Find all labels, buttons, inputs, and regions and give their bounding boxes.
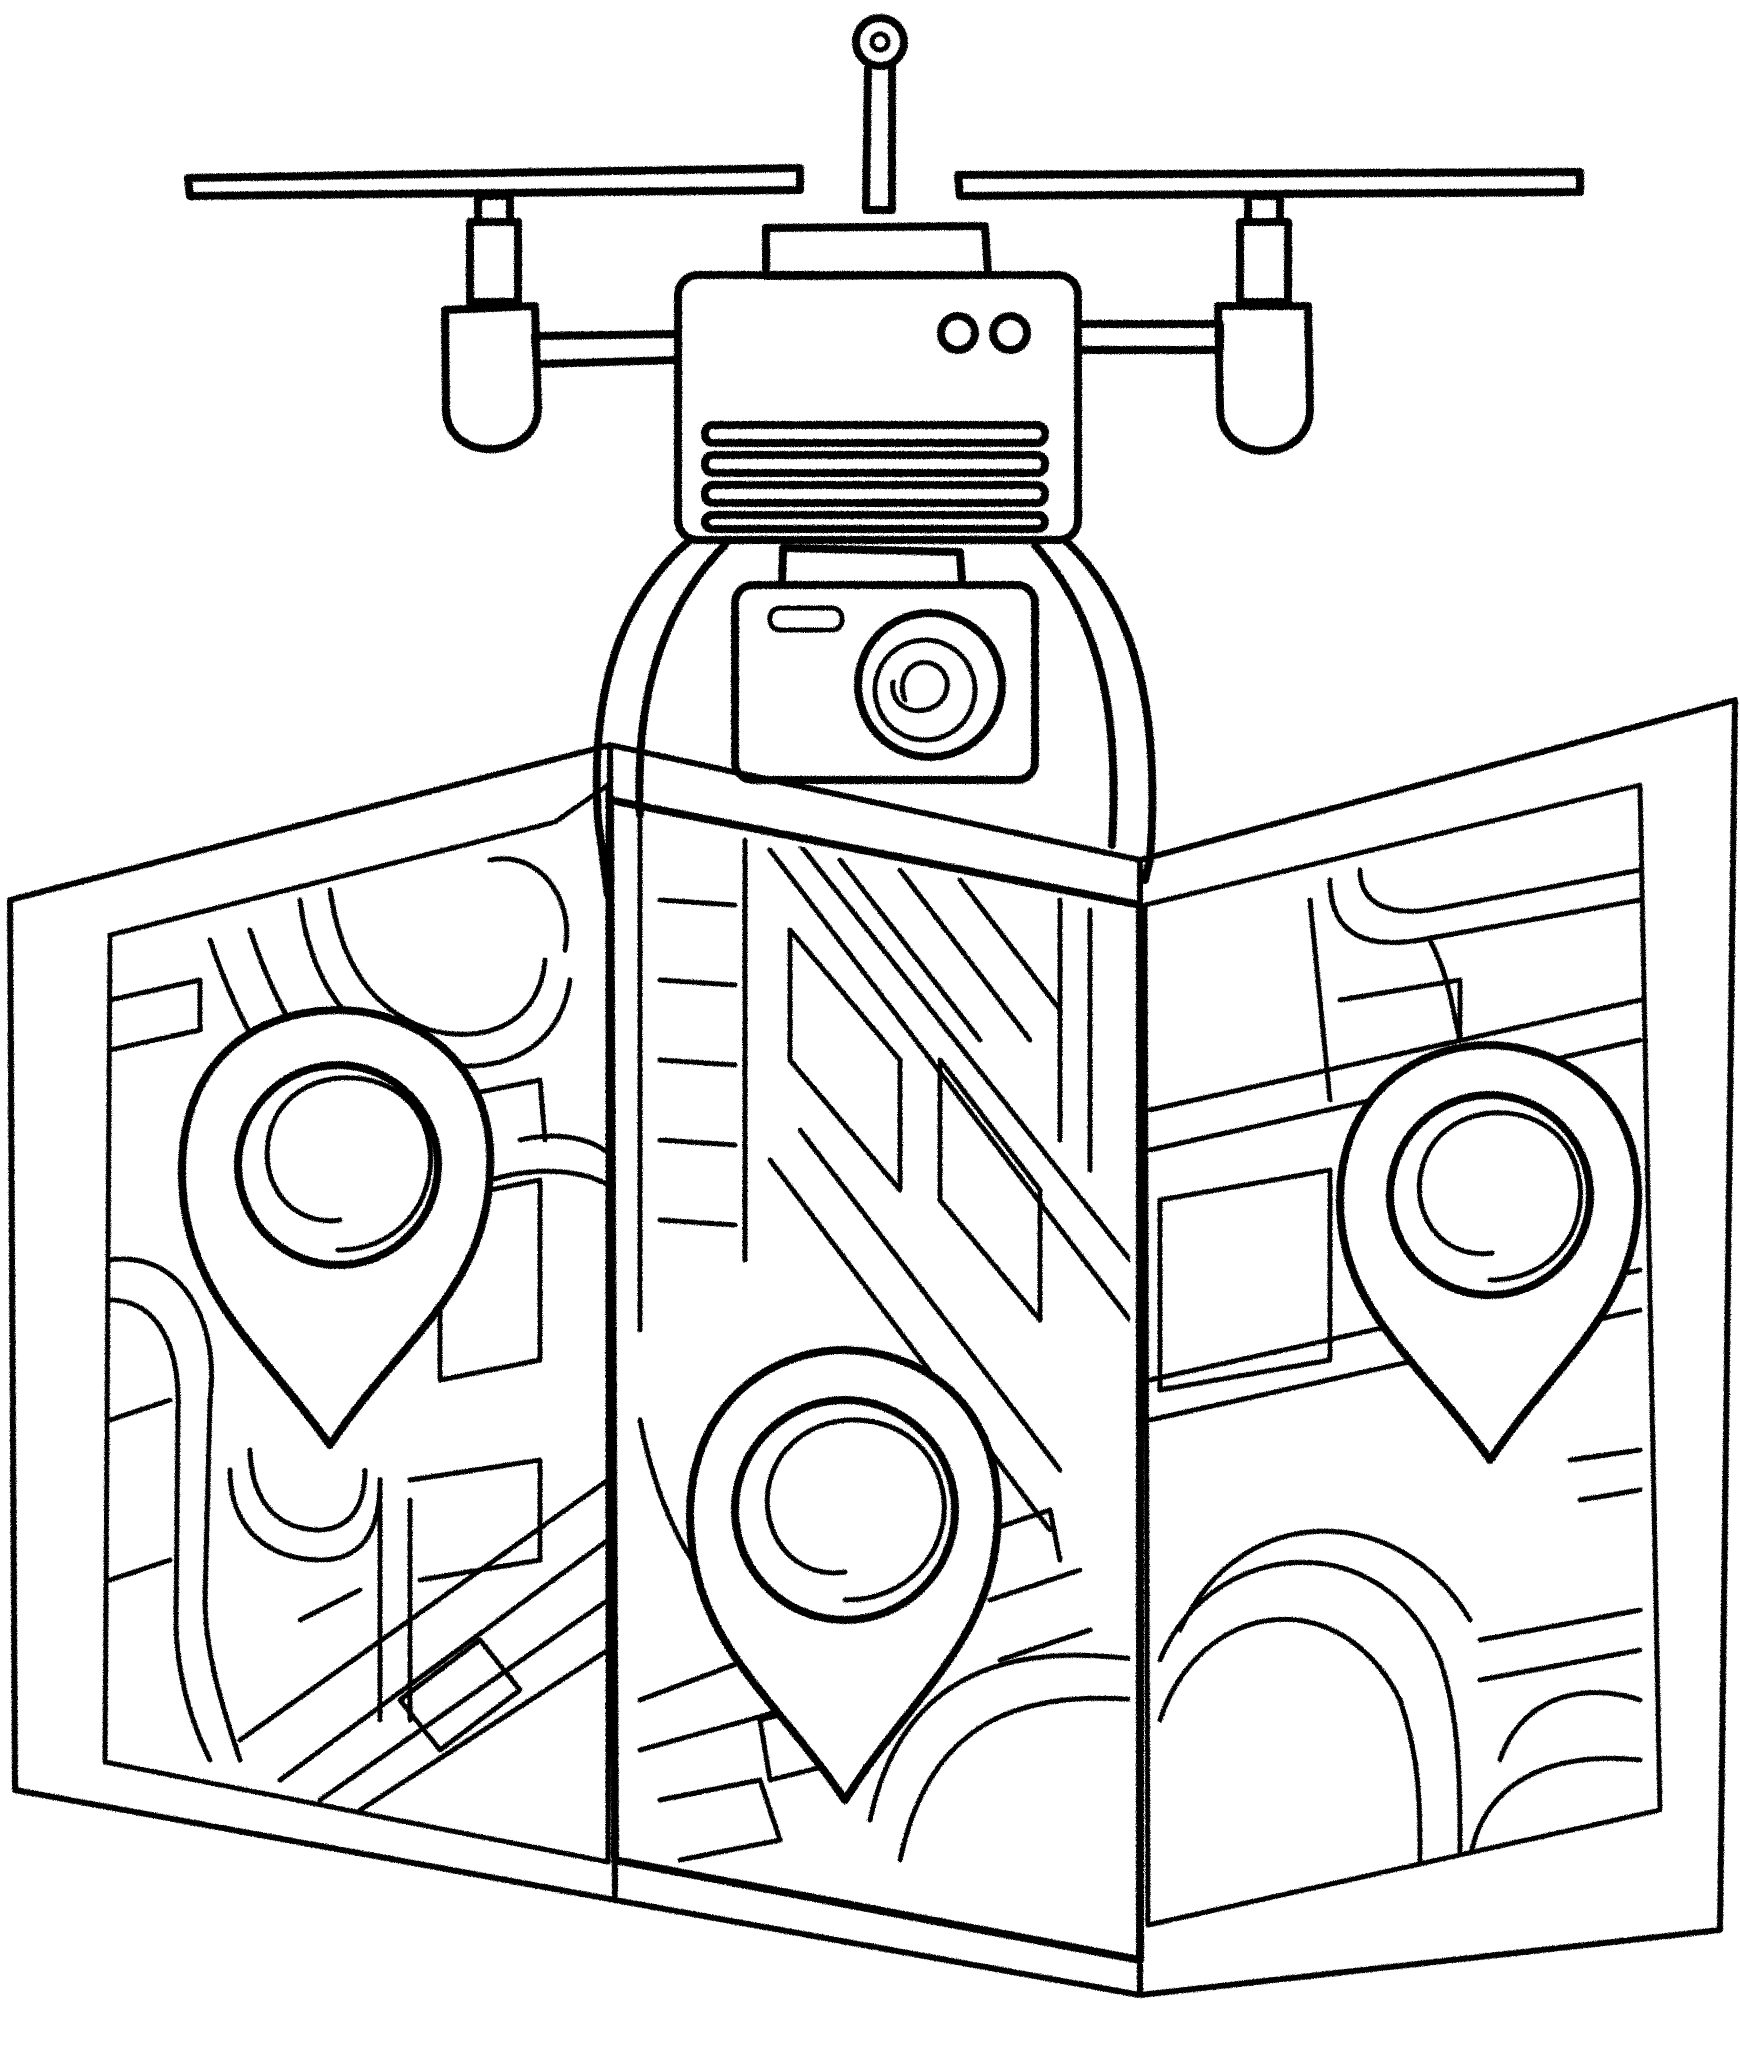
pin-left-body — [177, 1006, 495, 1449]
pin-center-ring — [731, 1396, 959, 1624]
motor-pod-right — [1214, 302, 1314, 455]
pin-left-spiral — [264, 1075, 433, 1253]
vent-grill — [701, 421, 1049, 533]
arm-left — [531, 330, 682, 368]
rotor-mast-right — [1236, 192, 1292, 306]
pin-center-spiral — [764, 1417, 947, 1603]
drone-icon — [184, 14, 1584, 899]
pin-center-body — [686, 1346, 1003, 1804]
camera-lens-spiral — [890, 660, 950, 714]
sketch-drawing — [7, 14, 1738, 1998]
pin-left-ring — [234, 1061, 442, 1269]
map-fold-strip — [606, 796, 1144, 1964]
gimbal-inner — [635, 541, 1118, 849]
pin-right-ring — [1386, 1091, 1594, 1299]
status-light-2 — [989, 312, 1031, 354]
map-right-streets — [1147, 867, 1643, 1873]
rotor-mast-left — [466, 192, 522, 306]
propeller-left — [184, 164, 804, 200]
antenna-ball — [852, 14, 908, 70]
map-left-streets — [107, 856, 608, 1813]
map-left-inner-border — [102, 782, 611, 1865]
map-right-inner-border — [1142, 782, 1663, 1928]
antenna-ball-dot — [869, 31, 891, 53]
camera-lens-outer — [854, 609, 1006, 761]
camera-body — [731, 581, 1039, 784]
arm-right — [1074, 320, 1224, 354]
drone-body — [674, 271, 1082, 544]
location-pin-icon — [177, 1006, 495, 1449]
camera-icon — [731, 581, 1039, 784]
gimbal-outer — [592, 536, 1157, 899]
drone-top-cap — [762, 222, 992, 280]
status-light-1 — [937, 312, 979, 354]
location-pin-icon — [1336, 1041, 1643, 1464]
motor-pod-left — [441, 302, 542, 454]
pin-right-spiral — [1416, 1110, 1583, 1283]
location-pin-icon — [686, 1346, 1003, 1804]
camera-mount — [778, 544, 966, 589]
propeller-right — [954, 168, 1584, 200]
camera-viewfinder — [767, 605, 845, 633]
antenna-stem — [862, 62, 896, 214]
camera-lens-mid — [872, 637, 978, 743]
